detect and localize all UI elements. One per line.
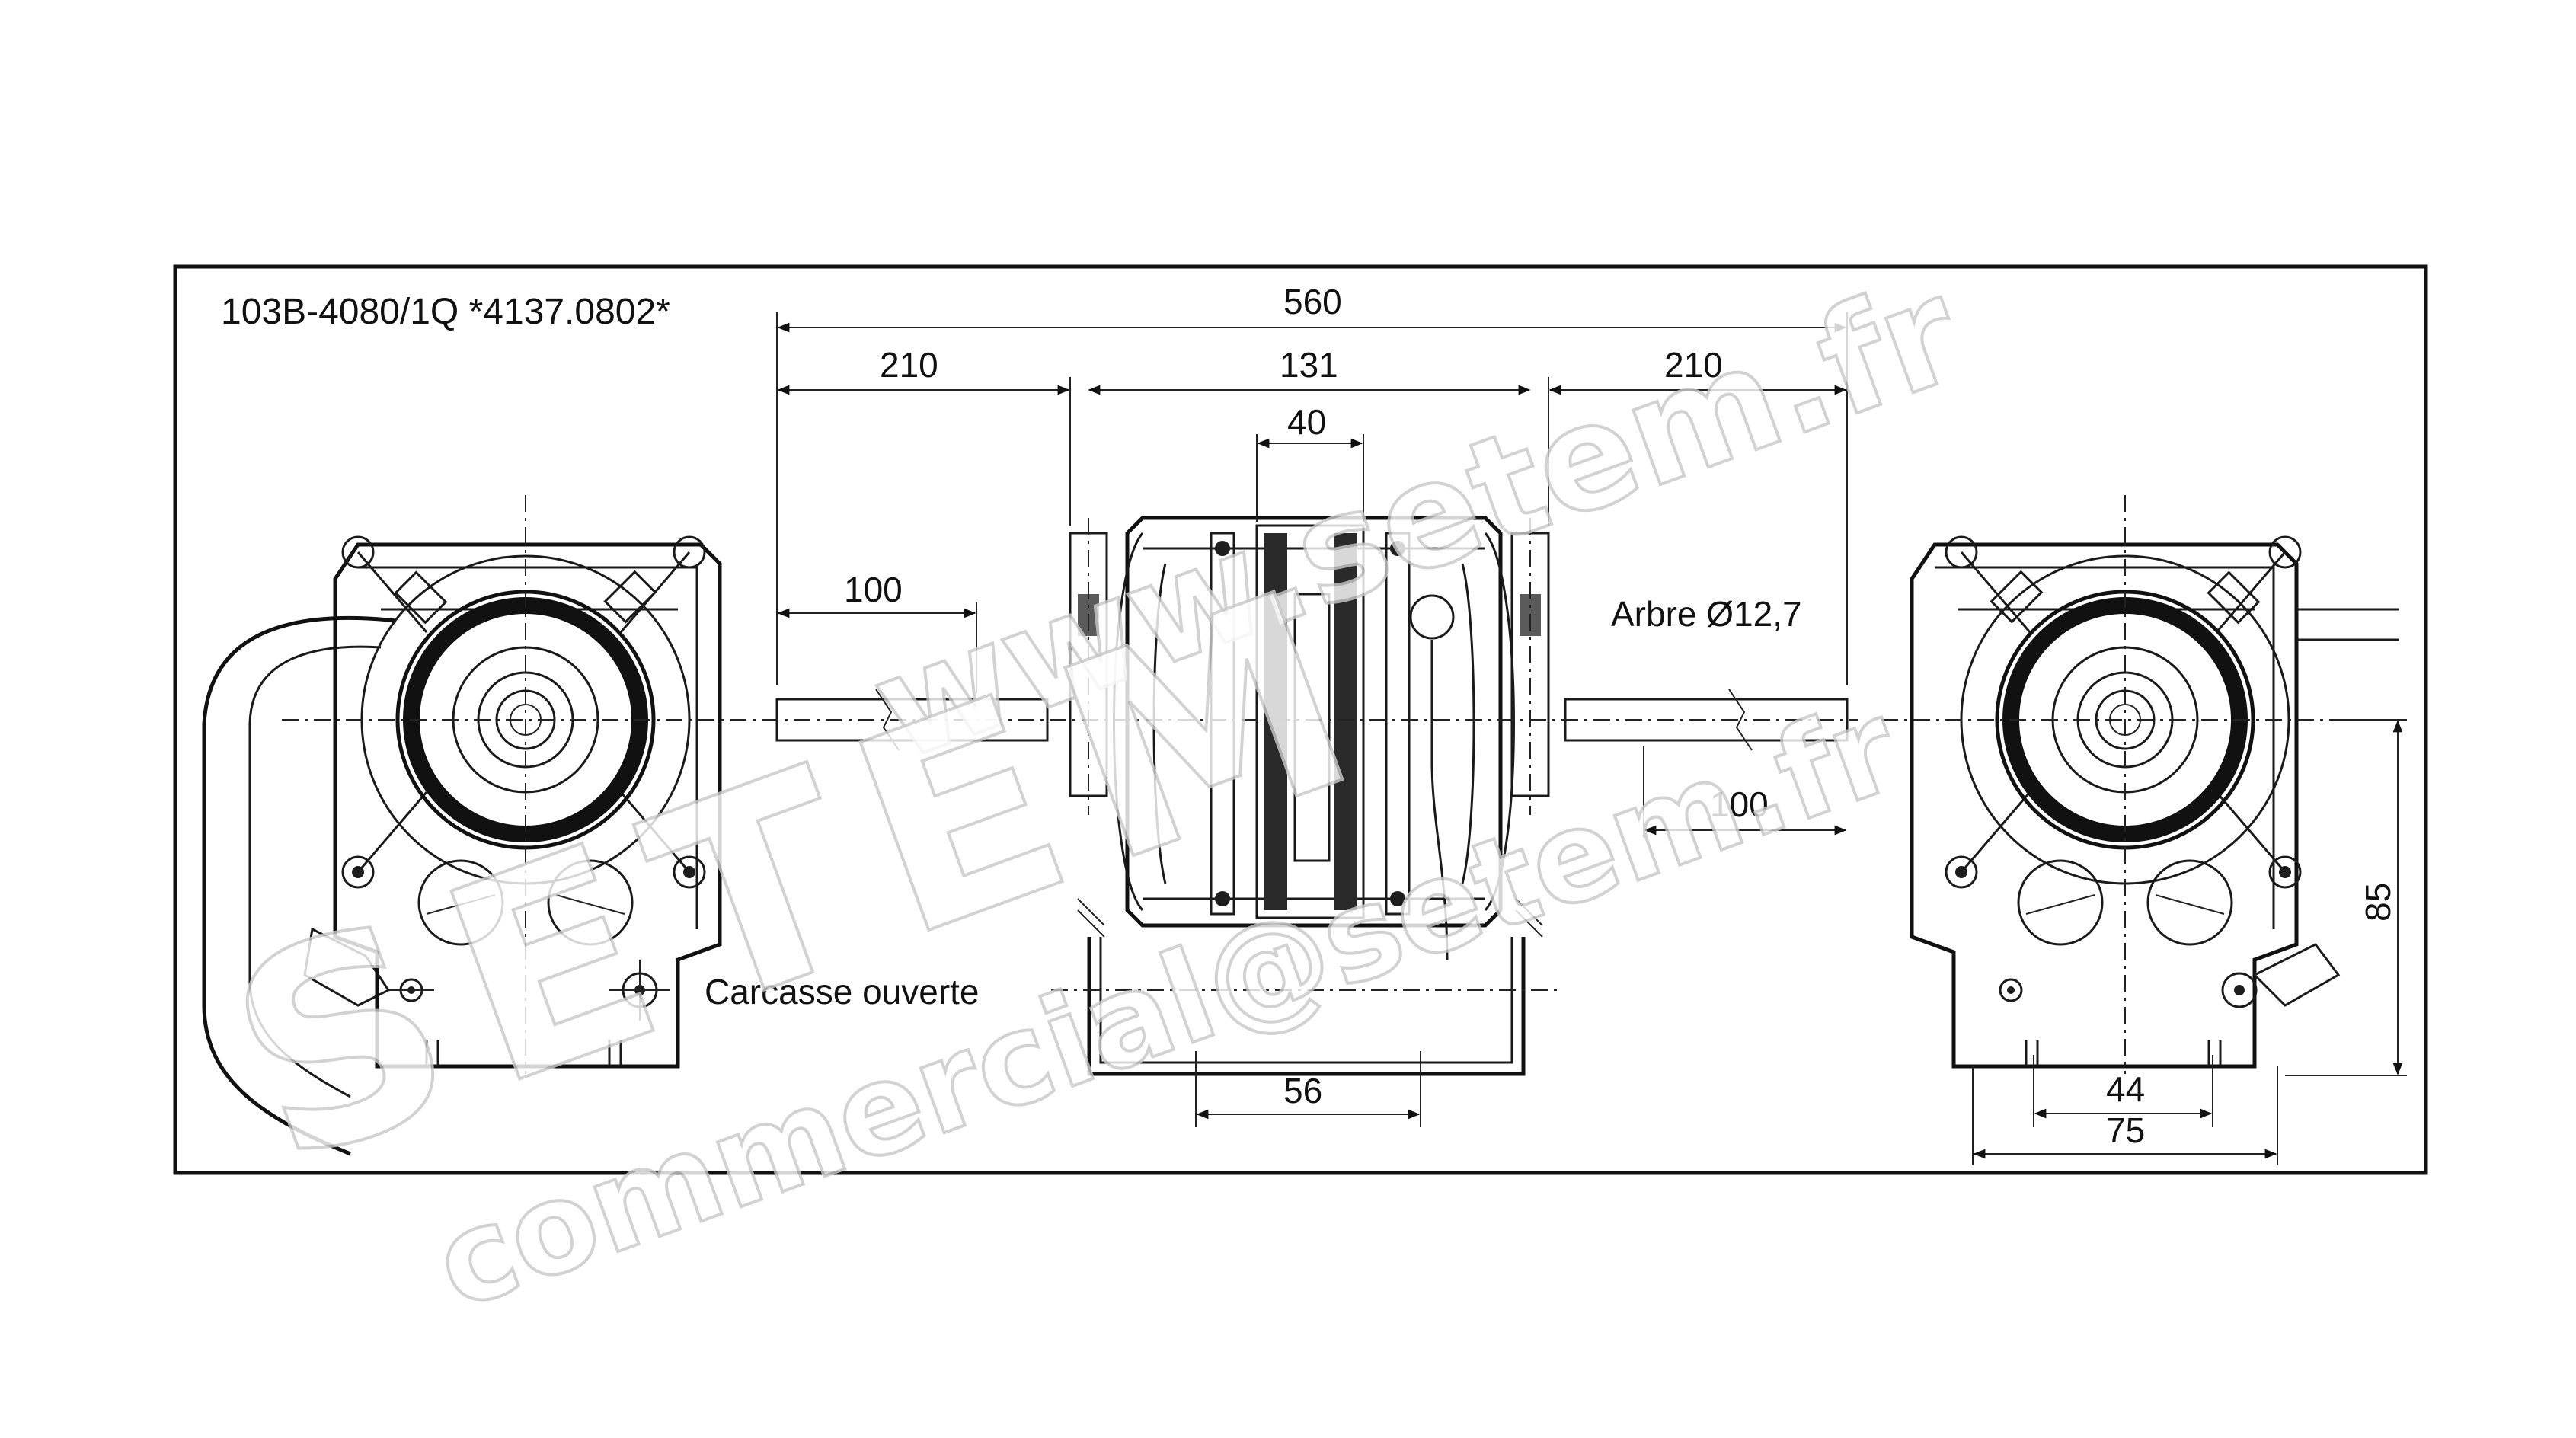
dim-stack: 40 [1287,402,1326,442]
center-side-view [762,516,1858,1076]
dim-shaft-right: 210 [1664,345,1723,385]
model-title: 103B-4080/1Q *4137.0802* [221,292,670,332]
shaft-label: Arbre Ø12,7 [1611,594,1802,634]
dim-height: 85 [2358,883,2398,922]
dim-base-inner: 44 [2106,1069,2145,1109]
drawing-frame [173,264,2428,1175]
frame-label: Carcasse ouverte [705,972,980,1011]
right-end-view [1881,495,2407,1074]
left-end-view [202,495,762,1156]
dim-shaft-left: 210 [880,345,938,385]
dimension-lines [776,312,2407,1165]
dim-foot-spacing: 56 [1283,1071,1322,1110]
dim-overall-length: 560 [1283,282,1342,321]
dim-right-mark: 100 [1710,785,1769,824]
dim-base-outer: 75 [2106,1110,2145,1150]
dim-motor-body: 131 [1280,345,1338,385]
dim-left-mark: 100 [844,570,903,609]
